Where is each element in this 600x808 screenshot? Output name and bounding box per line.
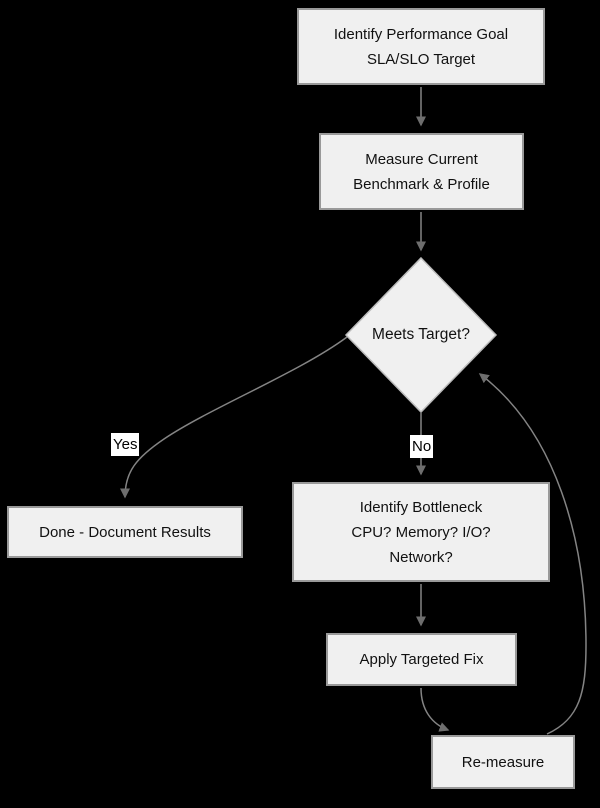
edge-remeasure-to-decision xyxy=(478,373,587,735)
decision-diamond-shape xyxy=(344,256,498,414)
node-text-line: Meets Target? xyxy=(372,326,470,343)
node-text-line: Identify Performance Goal xyxy=(333,25,509,43)
edge-label-yes: Yes xyxy=(111,433,140,456)
node-text-line: Apply Targeted Fix xyxy=(359,651,484,668)
edge-decision-yes-to-done xyxy=(120,336,348,499)
edge-fix-to-remeasure xyxy=(420,687,450,732)
node-text-line: Identify Bottleneck xyxy=(359,498,483,516)
node-text-line: Measure Current xyxy=(365,150,478,168)
node-text-line: Done - Document Results xyxy=(39,523,211,541)
node-identify-performance-goal: Identify Performance Goal SLA/SLO Target xyxy=(297,8,545,85)
node-re-measure: Re-measure xyxy=(431,735,575,789)
node-measure-current: Measure Current Benchmark & Profile xyxy=(319,133,524,210)
node-text-line: Benchmark & Profile xyxy=(353,175,490,193)
node-text-line: CPU? Memory? I/O? xyxy=(351,523,491,541)
node-identify-bottleneck: Identify Bottleneck CPU? Memory? I/O? Ne… xyxy=(292,482,550,582)
node-apply-targeted-fix: Apply Targeted Fix xyxy=(326,633,517,686)
node-text-line: SLA/SLO Target xyxy=(366,50,476,68)
node-meets-target-decision: Meets Target? xyxy=(346,258,496,412)
edge-label-no: No xyxy=(410,435,434,458)
node-done-document-results: Done - Document Results xyxy=(7,506,243,558)
node-text-line: Re-measure xyxy=(461,753,545,771)
node-text-line: Network? xyxy=(389,548,453,566)
